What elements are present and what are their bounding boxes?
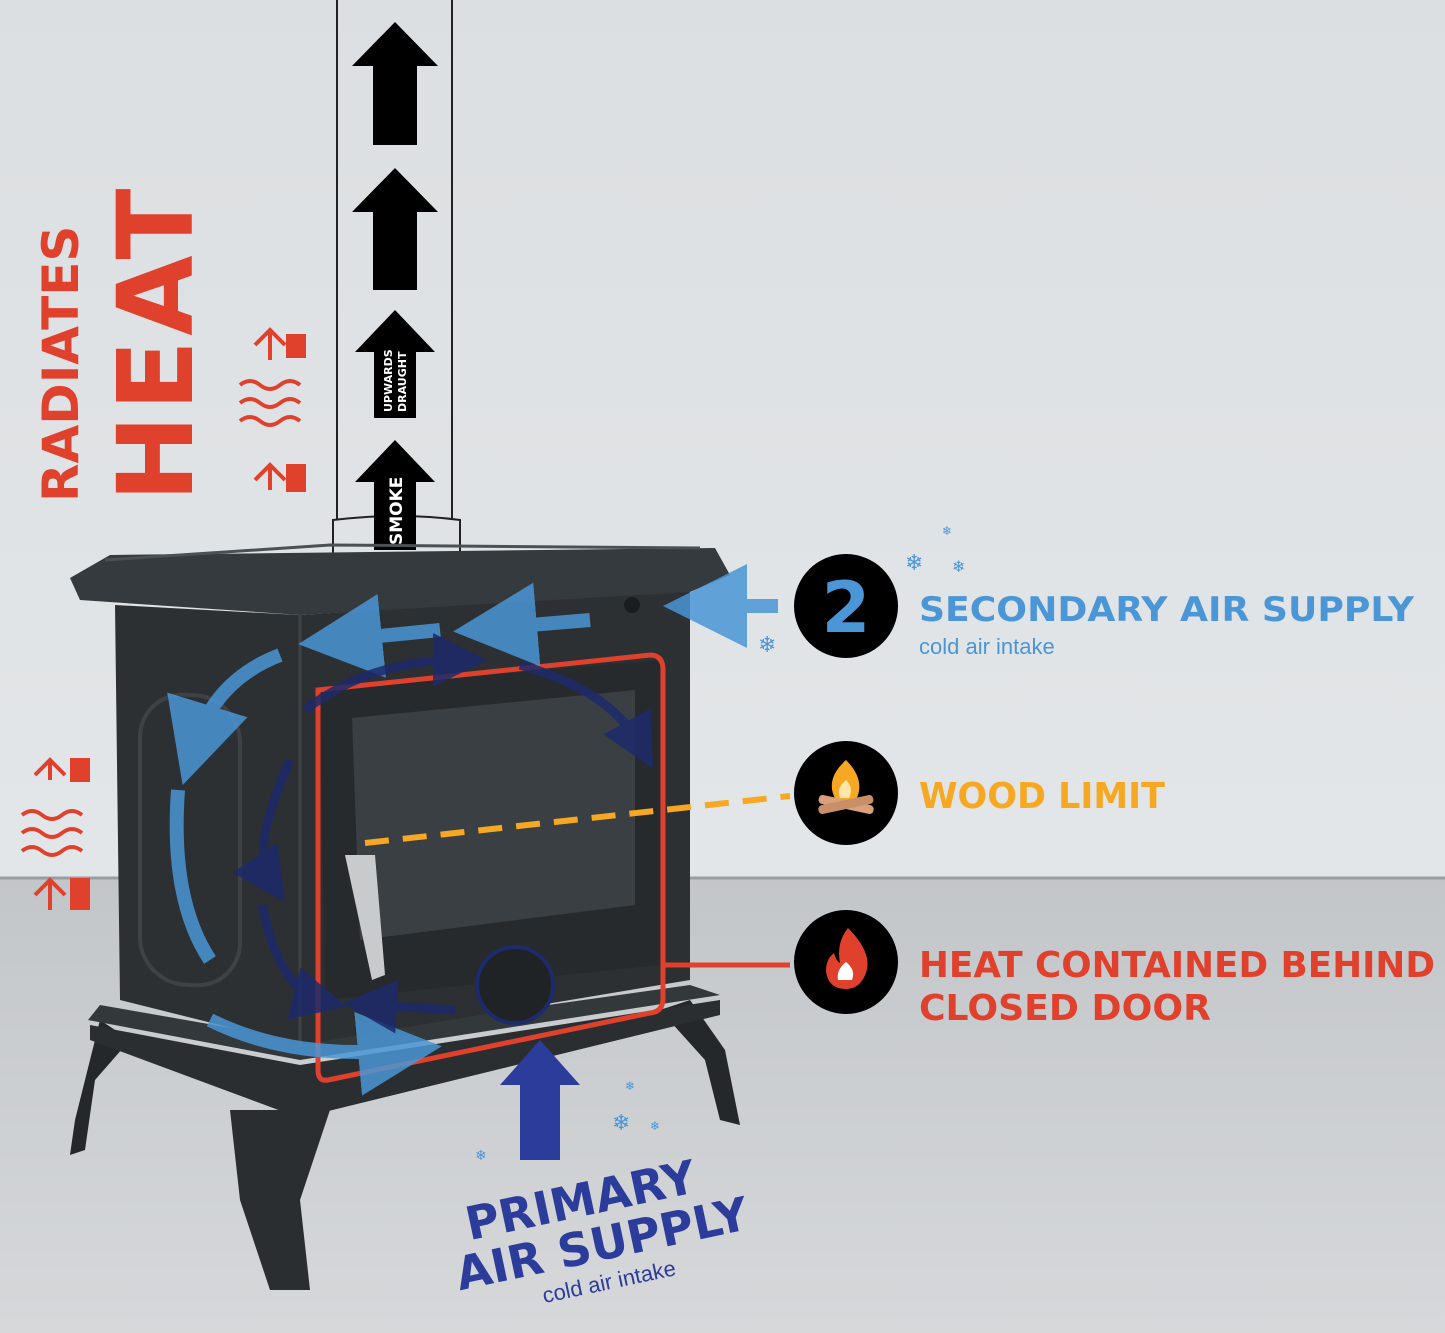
primary-air-arrow-icon [500, 1040, 580, 1160]
secondary-badge [794, 554, 898, 658]
draught-label: DRAUGHT [396, 351, 409, 412]
secondary-subtitle: cold air intake [919, 634, 1055, 659]
wood-limit-title: WOOD LIMIT [919, 776, 1165, 817]
snowflake-icon: ❄ ❄ ❄ ❄ ❄ ❄ ❄ ❄ [475, 524, 965, 1164]
up-arrow-icon [355, 440, 435, 550]
svg-text:❄: ❄ [952, 557, 965, 576]
wood-limit-line [364, 793, 791, 846]
flame-icon [826, 928, 868, 989]
glass-window [352, 690, 635, 940]
up-arrow-icon [352, 22, 438, 145]
primary-air-control [475, 945, 555, 1025]
svg-text:❄: ❄ [942, 524, 952, 538]
secondary-title: SECONDARY AIR SUPPLY [919, 590, 1414, 630]
svg-text:❄: ❄ [758, 633, 776, 658]
radiates-label: RADIATES [32, 226, 90, 502]
svg-text:❄: ❄ [650, 1119, 660, 1133]
secondary-airflow-arrows [167, 564, 778, 1096]
stove-leg [70, 1020, 130, 1155]
stove-leg [230, 1110, 330, 1290]
heat-contained-line2: CLOSED DOOR [919, 988, 1211, 1029]
svg-text:❄: ❄ [905, 551, 923, 576]
svg-text:❄: ❄ [612, 1111, 630, 1136]
stove-leg [660, 1000, 740, 1125]
heat-label: HEAT [95, 185, 217, 502]
heat-contained-line1: HEAT CONTAINED BEHIND [919, 945, 1435, 986]
heat-boundary [315, 652, 666, 1083]
up-arrow-icon [355, 310, 435, 418]
upwards-label: UPWARDS [382, 349, 395, 412]
door-handle [345, 855, 385, 980]
draught-arrows [352, 22, 438, 550]
secondary-badge-number: 2 [822, 567, 871, 649]
svg-text:❄: ❄ [475, 1148, 487, 1164]
up-arrow-icon [352, 168, 438, 290]
combustion-airflow-arrows [232, 633, 653, 1034]
svg-text:❄: ❄ [625, 1079, 635, 1093]
smoke-label: SMOKE [387, 477, 407, 545]
secondary-air-control [624, 597, 640, 613]
campfire-icon [818, 760, 874, 814]
heat-waves-icon [20, 327, 306, 910]
